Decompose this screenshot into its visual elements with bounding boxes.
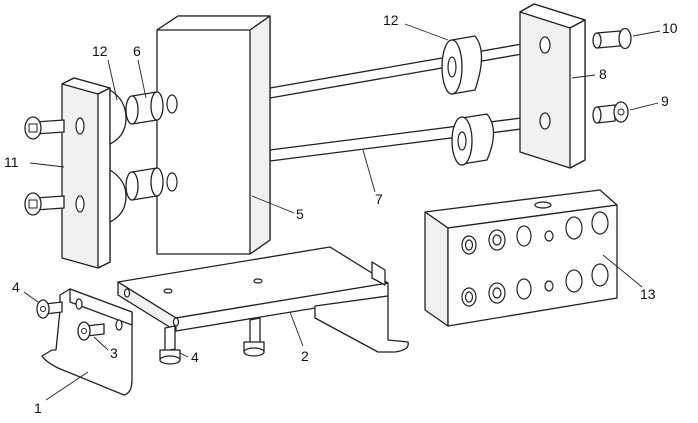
bushing-left-upper xyxy=(109,89,127,145)
angle-bracket xyxy=(41,288,133,396)
label-11: 11 xyxy=(4,154,19,170)
shaft-6-lower xyxy=(125,167,164,201)
bushing-left-lower xyxy=(109,169,127,223)
bushing-upper-right xyxy=(441,35,483,95)
screw-4-base-left xyxy=(159,325,181,365)
label-12-right: 12 xyxy=(383,12,399,28)
screw-9 xyxy=(592,101,629,124)
shaft-6-upper xyxy=(125,91,164,125)
manifold-block xyxy=(424,189,618,327)
label-12-left: 12 xyxy=(92,43,108,59)
screw-11-lower xyxy=(24,192,65,216)
label-3: 3 xyxy=(110,345,118,361)
label-7: 7 xyxy=(375,191,383,207)
label-13: 13 xyxy=(640,286,656,302)
screw-base-right xyxy=(243,317,265,357)
screw-3 xyxy=(77,321,105,341)
label-4-base: 4 xyxy=(191,349,199,365)
label-6: 6 xyxy=(133,43,141,59)
base-plate xyxy=(117,246,389,332)
screw-11-upper xyxy=(24,116,65,140)
base-plate-bent-leg xyxy=(314,261,409,353)
label-2: 2 xyxy=(301,348,309,364)
guide-rod-upper xyxy=(269,39,546,99)
label-9: 9 xyxy=(661,93,669,109)
leader-lines xyxy=(23,23,661,401)
bushing-lower-right xyxy=(451,113,495,166)
label-8: 8 xyxy=(599,66,607,82)
label-5: 5 xyxy=(296,206,304,222)
part-labels: 1 2 3 4 4 5 6 7 8 9 10 11 12 12 13 xyxy=(4,12,678,416)
label-10: 10 xyxy=(662,20,678,36)
central-block xyxy=(156,15,271,255)
label-1: 1 xyxy=(34,400,42,416)
guide-rod-lower xyxy=(269,114,546,162)
label-4-bracket: 4 xyxy=(12,279,20,295)
left-end-plate xyxy=(61,77,111,269)
screw-10 xyxy=(592,27,632,50)
screw-4-bracket xyxy=(36,299,63,319)
right-end-block xyxy=(519,3,586,169)
